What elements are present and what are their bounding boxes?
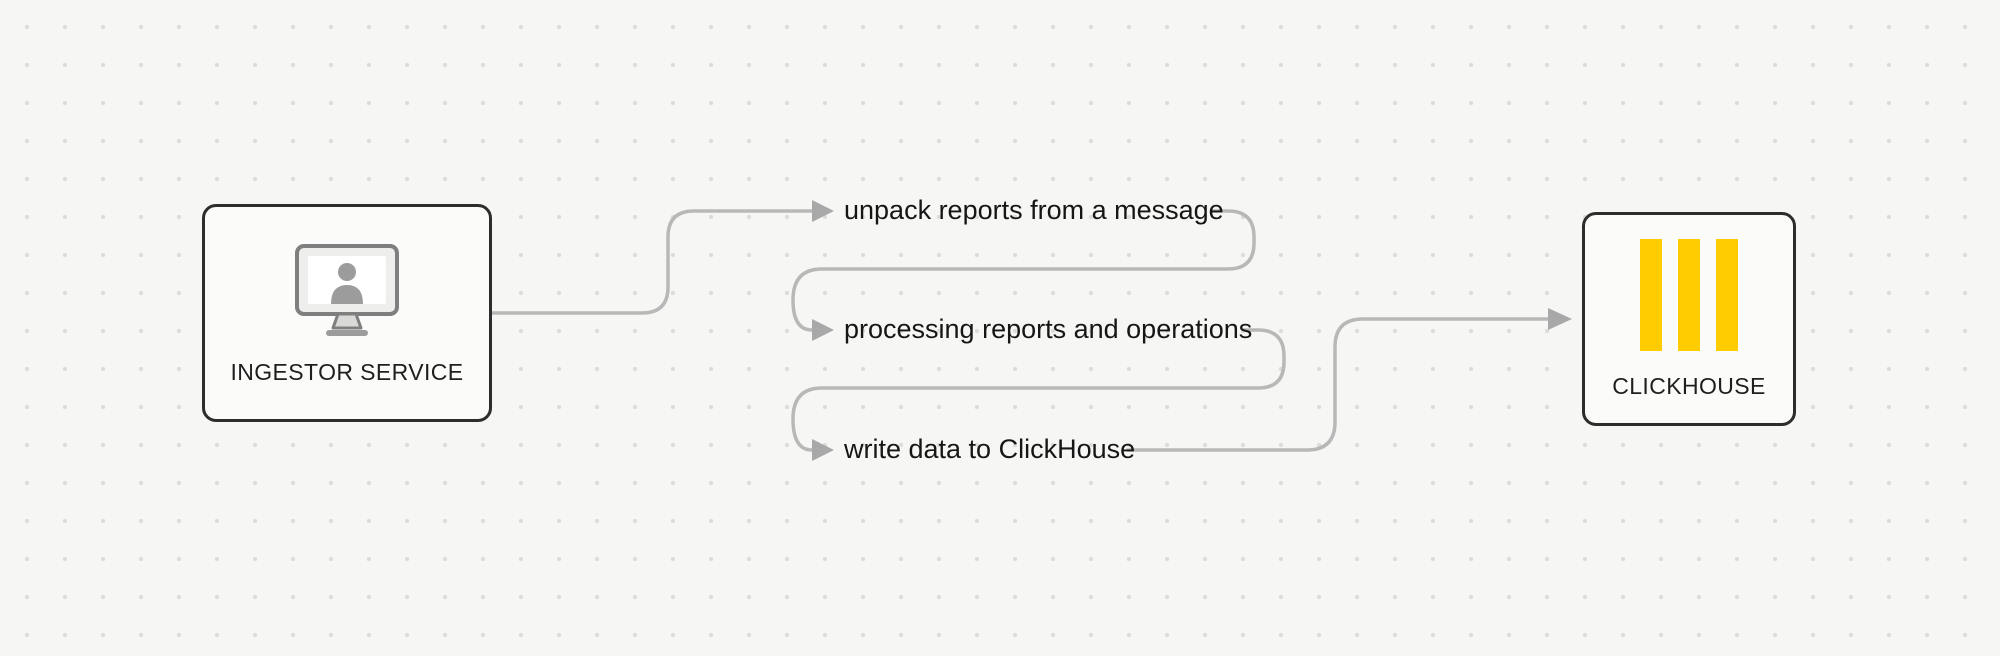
connector-path-step3-clickhouse <box>1126 317 1550 452</box>
clickhouse-bars-logo-icon <box>1640 238 1738 351</box>
monitor-user-icon <box>295 243 399 336</box>
connector-path-step1-step2 <box>791 209 1256 332</box>
step-label-unpack: unpack reports from a message <box>844 194 1224 225</box>
arrowhead-step1-icon <box>812 200 834 222</box>
step-label-processing: processing reports and operations <box>844 313 1253 344</box>
clickhouse-node: CLICKHOUSE <box>1582 212 1796 426</box>
arrowhead-step2-icon <box>812 319 834 341</box>
arrowhead-clickhouse-icon <box>1548 308 1572 330</box>
connector-path-ingestor-step1 <box>490 209 814 315</box>
clickhouse-bar <box>1678 238 1700 351</box>
clickhouse-label: CLICKHOUSE <box>1612 372 1766 399</box>
step-label-write: write data to ClickHouse <box>844 433 1136 464</box>
connector-path-step2-step3 <box>791 328 1286 452</box>
clickhouse-bar <box>1640 238 1662 351</box>
arrowhead-step3-icon <box>812 439 834 461</box>
clickhouse-bar <box>1716 238 1738 351</box>
ingestor-service-label: INGESTOR SERVICE <box>230 358 464 385</box>
ingestor-service-node: INGESTOR SERVICE <box>202 204 492 422</box>
